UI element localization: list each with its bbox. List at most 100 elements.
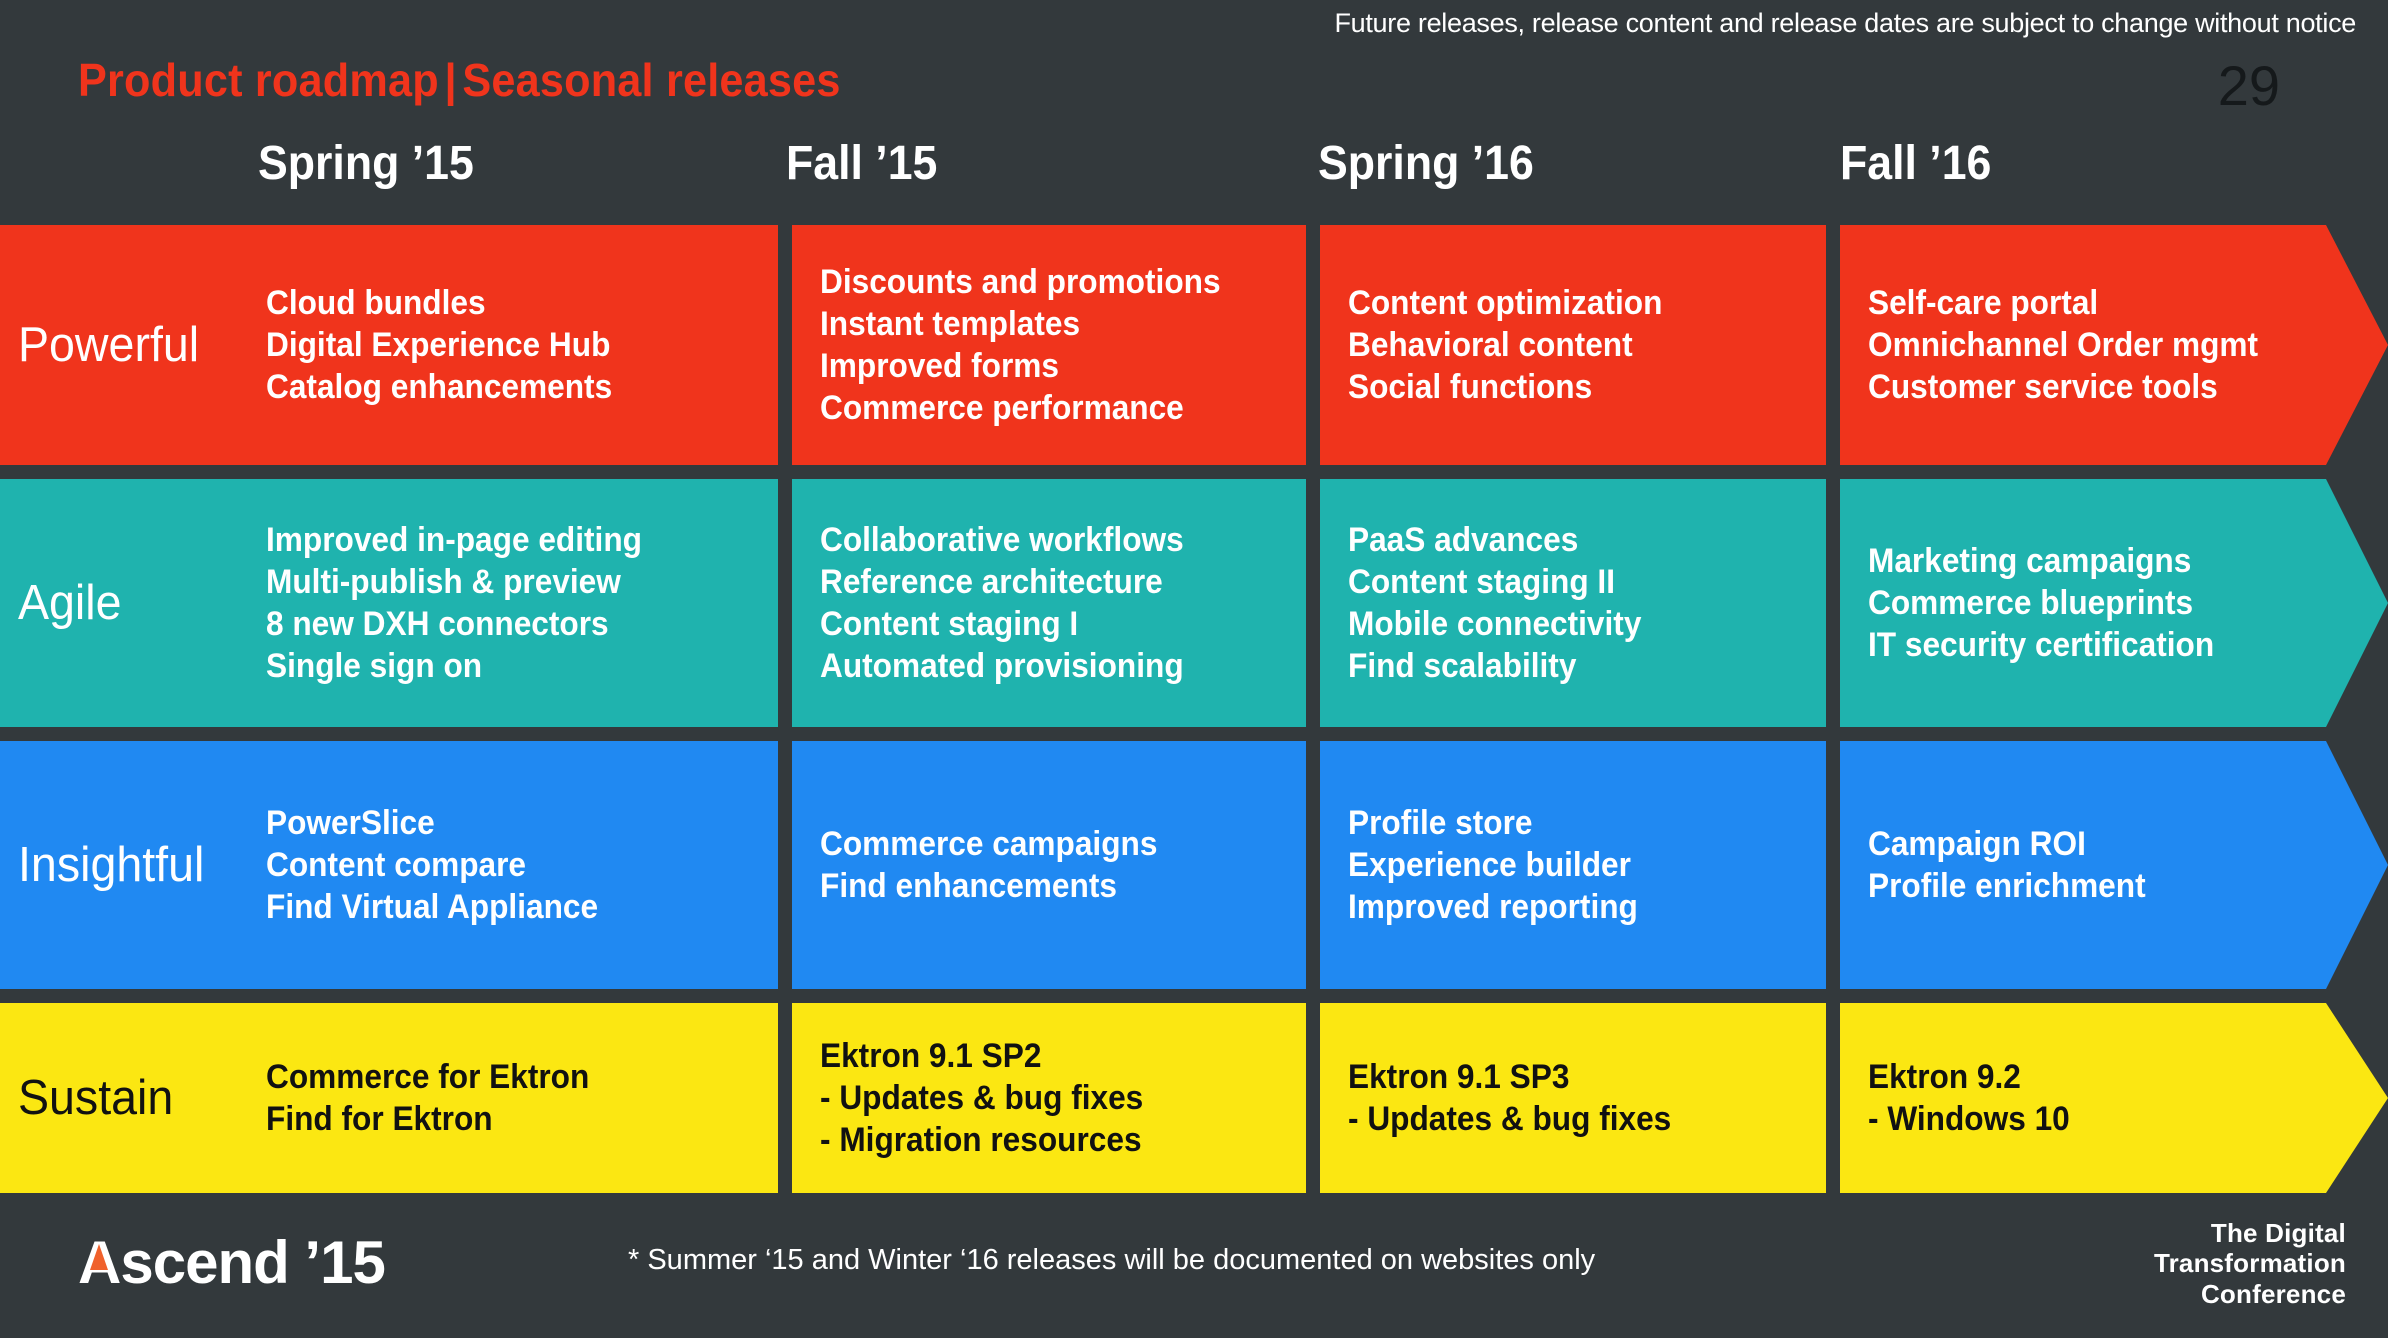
- feature-list: Ektron 9.1 SP3- Updates & bug fixes: [1348, 1060, 1671, 1136]
- feature-list: Campaign ROI Profile enrichment: [1868, 827, 2146, 903]
- title-separator: |: [444, 54, 457, 106]
- feature-item: Collaborative workflows: [820, 521, 1184, 559]
- column-header-1: Spring ’15: [258, 137, 474, 190]
- feature-item: Content compare: [266, 846, 527, 884]
- feature-item: Improved reporting: [1348, 888, 1638, 926]
- row-label: Sustain: [18, 1070, 174, 1125]
- feature-item: Single sign on: [266, 647, 483, 685]
- roadmap-cell[interactable]: Ektron 9.2 - Windows 10: [1840, 1003, 2388, 1193]
- feature-item: Omnichannel Order mgmt: [1868, 326, 2259, 364]
- row-label: Powerful: [18, 317, 200, 372]
- arrow-up-icon: [90, 1244, 108, 1270]
- feature-item: Profile enrichment: [1868, 867, 2146, 905]
- column-header-3: Spring ’16: [1318, 137, 1534, 190]
- title-main: Product roadmap: [78, 54, 439, 106]
- column-header-2: Fall ’15: [786, 137, 938, 190]
- feature-item: PowerSlice: [266, 804, 435, 842]
- title-sub: Seasonal releases: [462, 54, 841, 106]
- feature-item: Content optimization: [1348, 284, 1663, 322]
- feature-item: PaaS advances: [1348, 521, 1579, 559]
- page-number: 29: [2217, 54, 2280, 117]
- feature-item: Automated provisioning: [820, 647, 1184, 685]
- feature-item: - Updates & bug fixes: [1348, 1100, 1672, 1138]
- feature-item: Discounts and promotions: [820, 263, 1221, 301]
- feature-item: Marketing campaigns: [1868, 542, 2192, 580]
- row-label: Insightful: [18, 837, 205, 892]
- logo-rest: scend ’15: [120, 1229, 385, 1296]
- feature-item: Find for Ektron: [266, 1100, 493, 1138]
- page-title: Product roadmap|Seasonal releases: [78, 53, 841, 107]
- feature-item: Mobile connectivity: [1348, 605, 1642, 643]
- column-headers: Spring ’15 Fall ’15 Spring ’16 Fall ’16: [0, 136, 2388, 202]
- feature-item: Ektron 9.2: [1868, 1058, 2021, 1096]
- ascend-a-mark: A: [78, 1228, 121, 1297]
- feature-list: Ektron 9.1 SP2 - Updates & bug fixes - Mig…: [820, 1039, 1143, 1157]
- roadmap-cell[interactable]: Ektron 9.1 SP3- Updates & bug fixes: [1320, 1003, 1826, 1193]
- feature-item: Instant templates: [820, 305, 1081, 343]
- feature-item: Commerce campaigns: [820, 825, 1158, 863]
- conference-line-2: Transformation: [2153, 1248, 2346, 1279]
- feature-item: Multi-publish & preview: [266, 563, 621, 601]
- conference-logo: The Digital Transformation Conference: [2154, 1218, 2346, 1309]
- roadmap-cell[interactable]: Ektron 9.1 SP2 - Updates & bug fixes - Mig…: [792, 1003, 1306, 1193]
- feature-item: Experience builder: [1348, 846, 1631, 884]
- feature-item: Content staging II: [1348, 563, 1615, 601]
- feature-item: - Migration resources: [820, 1121, 1142, 1159]
- feature-item: Improved forms: [820, 347, 1059, 385]
- roadmap-cell[interactable]: Campaign ROI Profile enrichment: [1840, 741, 2388, 989]
- column-header-4: Fall ’16: [1840, 137, 1992, 190]
- feature-item: IT security certification: [1868, 626, 2215, 664]
- feature-item: Social functions: [1348, 368, 1593, 406]
- feature-item: Profile store: [1348, 804, 1533, 842]
- feature-item: Cloud bundles: [266, 284, 486, 322]
- feature-item: Reference architecture: [820, 563, 1163, 601]
- feature-item: - Updates & bug fixes: [820, 1079, 1144, 1117]
- feature-item: - Windows 10: [1868, 1100, 2070, 1138]
- conference-line-1: The Digital: [2210, 1218, 2346, 1248]
- feature-item: Self-care portal: [1868, 284, 2099, 322]
- feature-item: Find scalability: [1348, 647, 1577, 685]
- feature-item: Commerce performance: [820, 389, 1184, 427]
- feature-item: Digital Experience Hub: [266, 326, 611, 364]
- feature-item: Commerce for Ektron: [266, 1058, 590, 1096]
- feature-item: Catalog enhancements: [266, 368, 613, 406]
- feature-item: Commerce blueprints: [1868, 584, 2194, 622]
- feature-item: Campaign ROI: [1868, 825, 2086, 863]
- feature-list: Ektron 9.2 - Windows 10: [1868, 1060, 2070, 1136]
- feature-item: Improved in-page editing: [266, 521, 642, 559]
- feature-item: 8 new DXH connectors: [266, 605, 609, 643]
- conference-line-3: Conference: [2200, 1278, 2346, 1309]
- footnote-text: * Summer ‘15 and Winter ‘16 releases wil…: [628, 1244, 1596, 1276]
- feature-item: Ektron 9.1 SP2: [820, 1037, 1042, 1075]
